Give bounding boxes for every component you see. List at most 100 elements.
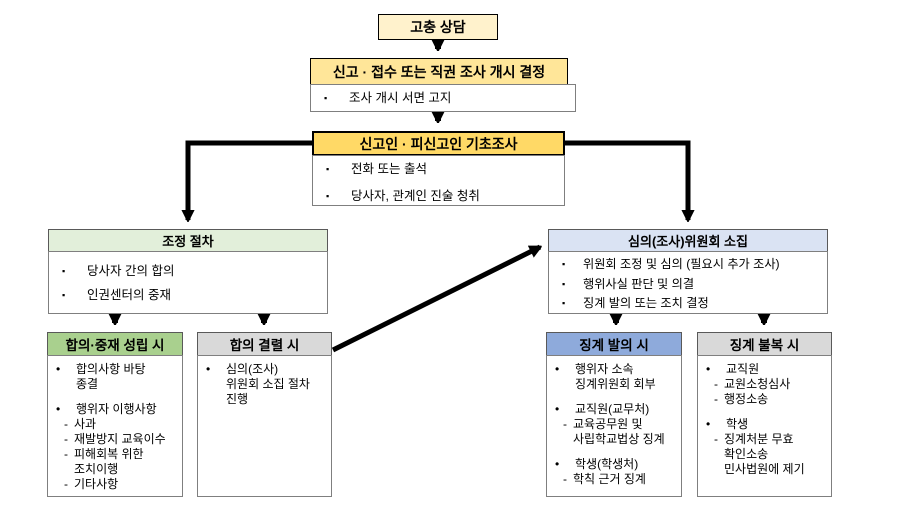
dot-bullet-marker: • [706,362,711,376]
list-item: 조치이행 [48,462,182,477]
list-item: •심의(조사) [198,362,331,377]
square-bullet-marker: ▪ [562,278,566,289]
list-item: -행정소송 [698,392,831,407]
dash-bullet-marker: - [64,417,68,431]
list-item-text: 교원소청심사 [724,377,791,391]
node-committee-title: 심의(조사)위원회 소집 [548,229,828,252]
list-item-text: 확인소송 [724,447,769,461]
node-mediation-title: 조정 절차 [48,229,328,252]
list-item: ▪조사 개시 서면 고지 [311,85,575,111]
list-item-text: 사립학교법상 징계 [573,432,665,446]
node-failed-title: 합의 결렬 시 [197,332,332,356]
list-item: • 교직원(교무처) [547,402,681,417]
dash-bullet-marker: - [714,377,718,391]
dash-bullet-marker: - [714,392,718,406]
node-decision-body: ▪조사 개시 서면 고지 [310,84,576,112]
list-item-text: 전화 또는 출석 [351,162,427,176]
list-item-text: 진행 [226,392,249,406]
node-complaint: 고충 상담 [378,14,498,40]
list-gap [48,392,182,402]
list-item: ▪ 전화 또는 출석 [313,156,564,183]
square-bullet-marker: ▪ [326,191,330,201]
list-item: 민사법원에 제기 [698,462,831,477]
list-item-text: 위원회 조정 및 심의 (필요시 추가 조사) [583,257,780,271]
list-gap [547,392,681,402]
list-item: 진행 [198,392,331,407]
square-bullet-marker: ▪ [62,290,66,300]
dash-bullet-marker: - [563,472,567,486]
list-item: ▪ 인권센터의 중재 [49,283,327,307]
list-item: -피해회복 위한 [48,447,182,462]
list-item-text: 당사자, 관계인 진술 청취 [351,189,480,203]
dot-bullet-marker: • [555,362,560,376]
node-settled-title: 합의·중재 성립 시 [47,332,183,356]
list-item-text: 행위자 이행사항 [76,402,157,416]
list-item-text: 징계위원회 회부 [575,377,656,391]
dot-bullet-marker: • [56,402,61,416]
node-investigation: 신고인 · 피신고인 기초조사 ▪ 전화 또는 출석 ▪ 당사자, 관계인 진술 청취 [312,131,565,206]
list-item: •학생 [698,417,831,432]
list-item-text: 심의(조사) [226,362,279,376]
list-item: 사립학교법상 징계 [547,432,681,447]
list-item-text: 종결 [76,377,99,391]
node-decision: 신고 · 접수 또는 직권 조사 개시 결정 ▪조사 개시 서면 고지 [310,58,576,112]
node-mediation-body: ▪당사자 간의 합의▪인권센터의 중재 [48,251,328,314]
node-appeal-title: 징계 불복 시 [697,332,832,356]
list-item: 종결 [48,377,182,392]
dash-bullet-marker: - [64,432,68,446]
node-disciplinary-title: 징계 발의 시 [546,332,682,356]
node-committee: 심의(조사)위원회 소집 ▪ 위원회 조정 및 심의 (필요시 추가 조사) ▪행위… [548,229,828,314]
list-item-text: 징계 발의 또는 조치 결정 [583,296,709,310]
square-bullet-marker: ▪ [326,164,330,174]
list-item: ▪행위사실 판단 및 의결 [549,275,827,295]
list-gap [698,407,831,417]
list-item-text: 학생 [726,417,749,431]
node-committee-body: ▪위원회 조정 및 심의 (필요시 추가 조사)▪행위사실 판단 및 의결▪징계… [548,251,828,314]
list-item-text: 학생(학생처) [575,457,639,471]
dot-bullet-marker: • [56,362,61,376]
dot-bullet-marker: • [555,402,560,416]
list-item: -사과 [48,417,182,432]
node-investigation-title: 신고인 · 피신고인 기초조사 [312,131,565,156]
list-item-text: 인권센터의 중재 [87,288,171,302]
list-item: • 행위자 소속 [547,362,681,377]
list-item: •합의사항 바탕 [48,362,182,377]
dot-bullet-marker: • [555,457,560,471]
node-decision-title: 신고 · 접수 또는 직권 조사 개시 결정 [310,58,568,85]
list-item: • 교직원 [698,362,831,377]
list-item: • 행위자 이행사항 [48,402,182,417]
list-item: 징계위원회 회부 [547,377,681,392]
square-bullet-marker: ▪ [562,259,566,269]
list-item: -교육공무원 및 [547,417,681,432]
list-item-text: 교육공무원 및 [573,417,643,431]
list-gap [547,447,681,457]
dash-bullet-marker: - [714,432,718,446]
list-item-text: 교직원 [726,362,760,376]
node-investigation-body: ▪ 전화 또는 출석 ▪ 당사자, 관계인 진술 청취 [312,155,565,206]
list-item: -기타사항 [48,477,182,492]
square-bullet-marker: ▪ [562,298,566,308]
list-item-text: 사과 [74,417,97,431]
list-item: -학칙 근거 징계 [547,472,681,487]
list-item: ▪ 당사자, 관계인 진술 청취 [313,183,564,205]
list-item: -재발방지 교육이수 [48,432,182,447]
list-item: 위원회 소집 절차 [198,377,331,392]
list-item-text: 조치이행 [74,462,119,476]
list-item-text: 교직원(교무처) [575,402,650,416]
arrow-investigation-to-committee [565,140,688,220]
list-item-text: 피해회복 위한 [74,447,144,461]
dash-bullet-marker: - [64,477,68,491]
list-item: ▪ 징계 발의 또는 조치 결정 [549,294,827,313]
list-item-text: 징계처분 무효 [724,432,794,446]
list-item: -교원소청심사 [698,377,831,392]
list-item-text: 민사법원에 제기 [724,462,805,476]
list-item: ▪ 위원회 조정 및 심의 (필요시 추가 조사) [549,255,827,275]
list-item-text: 행위자 소속 [575,362,634,376]
list-item-text: 재발방지 교육이수 [74,432,166,446]
